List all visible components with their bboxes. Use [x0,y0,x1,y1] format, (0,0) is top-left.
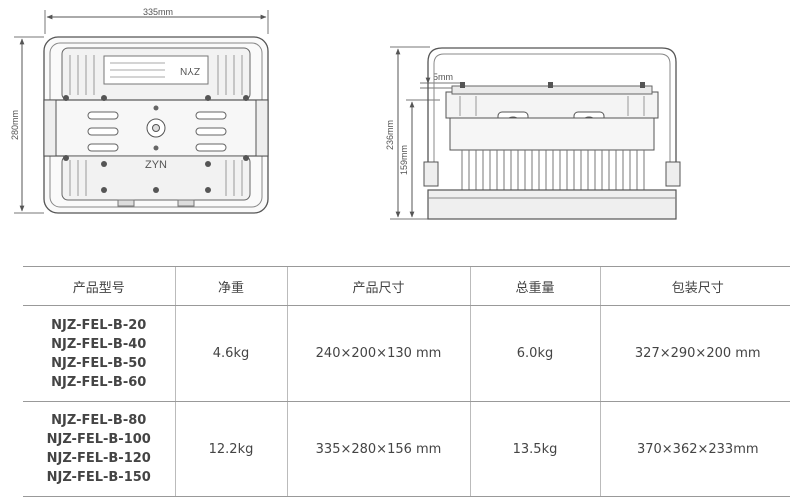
nameplate-lines [110,62,165,78]
package-size-cell: 370×362×233mm [599,401,790,497]
width-dimension: 335mm [44,7,269,34]
product-size-cell: 335×280×156 mm [286,401,470,497]
body-height-label: 159mm [399,145,409,175]
height-dimension: 280mm [10,36,44,214]
table-header-row: 产品型号 净重 产品尺寸 总重量 包装尺寸 [23,266,790,306]
model-list: NJZ-FEL-B-20 NJZ-FEL-B-40 NJZ-FEL-B-50 N… [23,305,175,402]
model-item: NJZ-FEL-B-40 [51,336,147,352]
model-item: NJZ-FEL-B-60 [51,374,147,390]
gap-label: 5mm [433,72,453,82]
nameplate-logo: ZYN [180,65,200,76]
model-item: NJZ-FEL-B-80 [51,413,147,428]
model-item: NJZ-FEL-B-120 [46,451,151,466]
header-product-size: 产品尺寸 [286,266,470,306]
header-package-size: 包装尺寸 [599,266,790,306]
width-label: 335mm [143,7,173,17]
net-weight-cell: 4.6kg [174,305,287,402]
model-item: NJZ-FEL-B-150 [46,470,151,485]
model-list: NJZ-FEL-B-80 NJZ-FEL-B-100 NJZ-FEL-B-120… [23,401,175,497]
product-size-cell: 240×200×130 mm [286,305,470,402]
front-view: 335mm 280mm ZYN [10,7,269,214]
height-label: 280mm [10,110,20,140]
model-item: NJZ-FEL-B-100 [46,432,151,447]
total-height-label: 236mm [385,120,395,150]
table-row: NJZ-FEL-B-80 NJZ-FEL-B-100 NJZ-FEL-B-120… [23,401,790,497]
heatsink-fins [461,150,645,190]
total-height-dimension: 236mm [385,46,430,220]
net-weight-cell: 12.2kg [174,401,287,497]
spec-table: 产品型号 净重 产品尺寸 总重量 包装尺寸 NJZ-FEL-B-20 NJZ-F… [23,266,790,497]
gross-weight-cell: 6.0kg [469,305,600,402]
housing-logo: ZYN [145,159,167,171]
table-row: NJZ-FEL-B-20 NJZ-FEL-B-40 NJZ-FEL-B-50 N… [23,305,790,402]
package-size-cell: 327×290×200 mm [599,305,790,402]
top-fins [69,55,243,95]
side-view: 236mm 159mm 5mm [385,46,681,220]
bottom-fins [69,160,243,196]
gross-weight-cell: 13.5kg [469,401,600,497]
side-bolts [460,82,645,88]
housing-screws [63,95,249,193]
bracket-slots [87,111,227,152]
technical-drawing: 335mm 280mm ZYN [10,7,681,220]
header-net-weight: 净重 [174,266,287,306]
header-gross-weight: 总重量 [469,266,600,306]
model-item: NJZ-FEL-B-20 [51,317,147,333]
header-model: 产品型号 [23,266,175,306]
driver-ribs [459,96,645,116]
model-item: NJZ-FEL-B-50 [51,355,147,371]
